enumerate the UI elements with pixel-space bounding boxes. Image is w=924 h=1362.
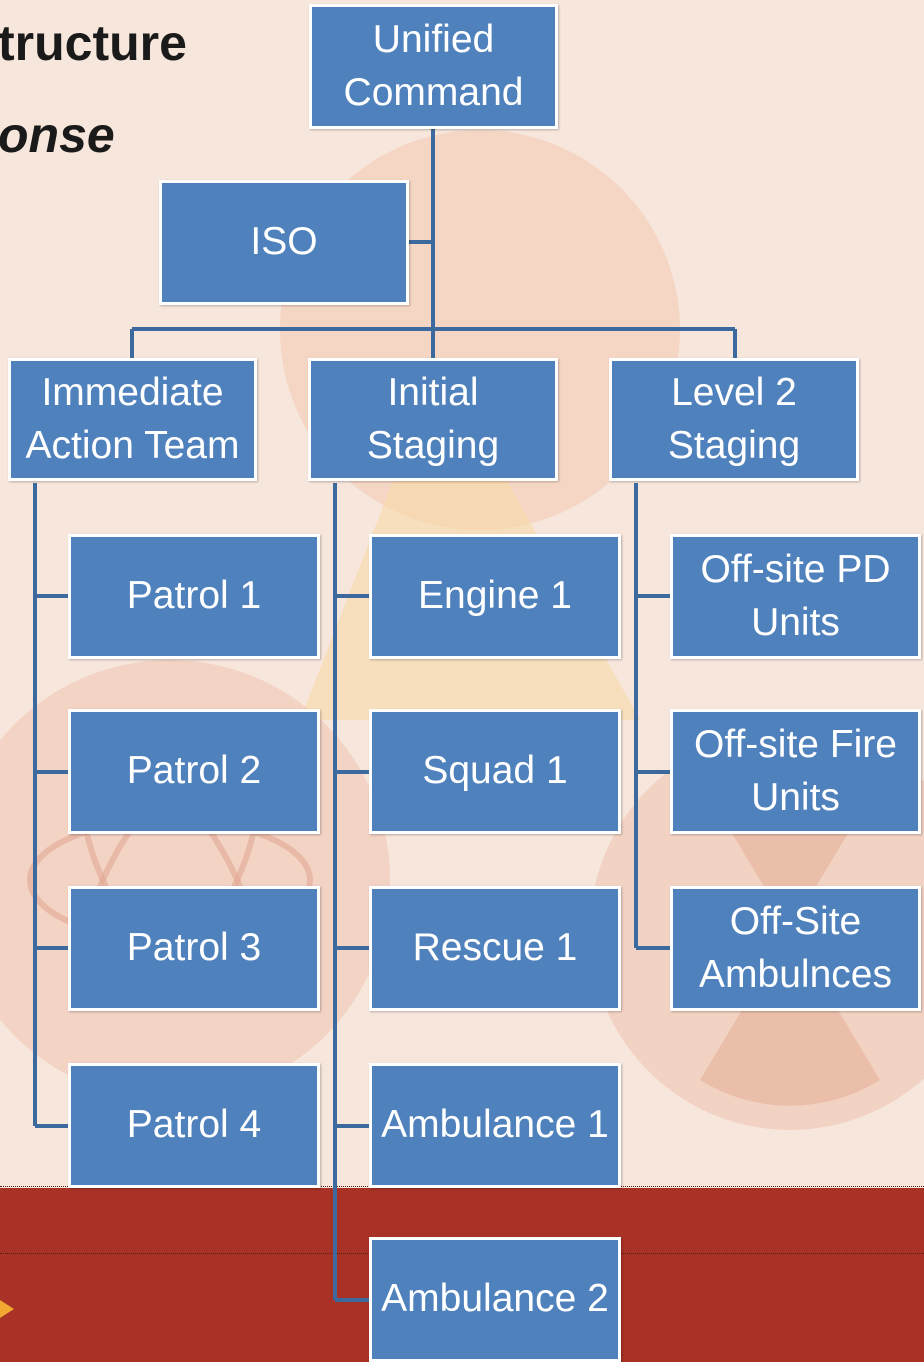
slide-title-line-2: onse	[0, 107, 115, 163]
node-unified-command: Unified Command	[309, 4, 558, 129]
slide-title-line-1: tructure	[0, 15, 187, 71]
node-iso: ISO	[159, 180, 409, 305]
node-ambulance-2: Ambulance 2	[369, 1237, 621, 1362]
node-patrol-2: Patrol 2	[68, 709, 320, 834]
node-engine-1: Engine 1	[369, 534, 621, 659]
node-immediate-action-team: Immediate Action Team	[8, 358, 257, 481]
node-initial-staging: Initial Staging	[308, 358, 558, 481]
node-offsite-pd-units: Off-site PD Units	[670, 534, 921, 659]
node-rescue-1: Rescue 1	[369, 886, 621, 1011]
node-offsite-fire-units: Off-site Fire Units	[670, 709, 921, 834]
node-level2-staging: Level 2 Staging	[609, 358, 859, 481]
node-patrol-4: Patrol 4	[68, 1063, 320, 1188]
node-patrol-3: Patrol 3	[68, 886, 320, 1011]
node-ambulance-1: Ambulance 1	[369, 1063, 621, 1188]
node-offsite-ambulances: Off-Site Ambulnces	[670, 886, 921, 1011]
node-squad-1: Squad 1	[369, 709, 621, 834]
node-patrol-1: Patrol 1	[68, 534, 320, 659]
footer-arrow-icon	[0, 1300, 14, 1318]
